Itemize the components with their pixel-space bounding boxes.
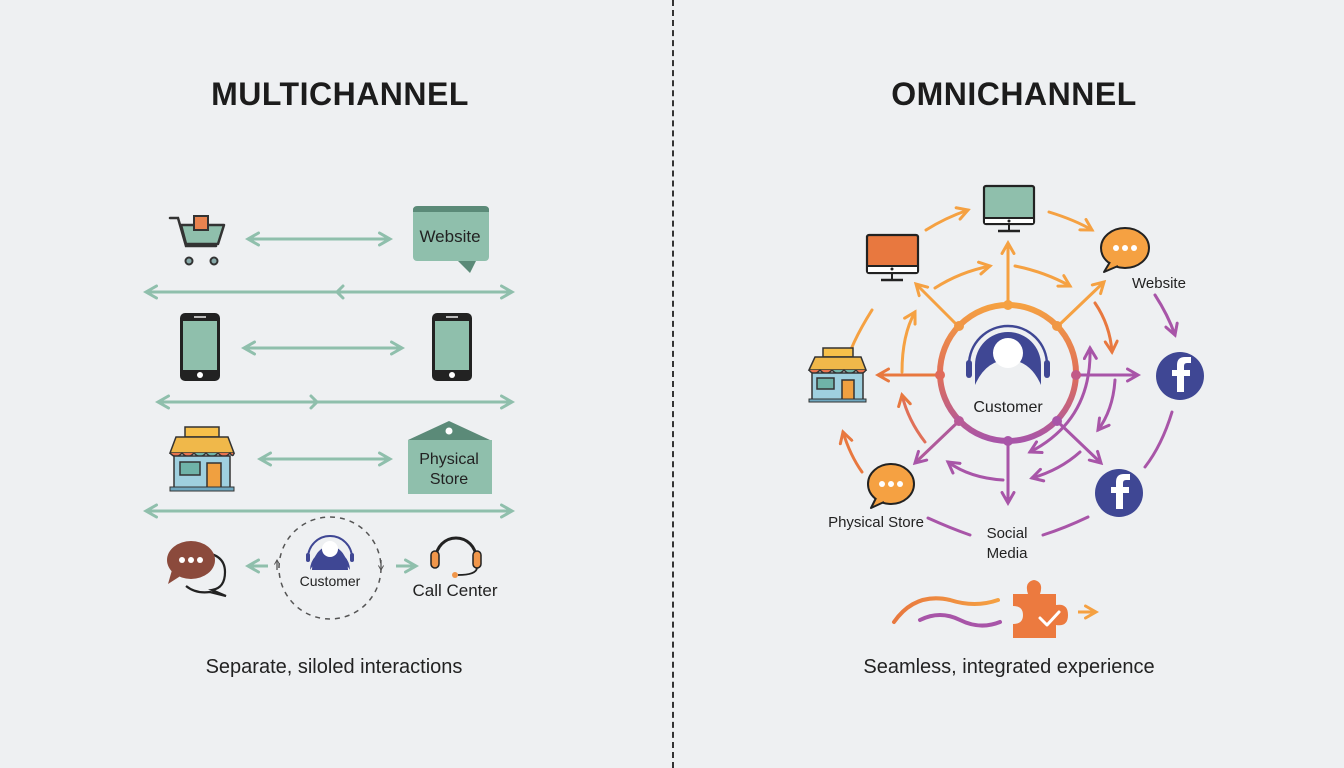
omnichannel-caption: Seamless, integrated experience bbox=[863, 656, 1155, 678]
inner-arc bbox=[1029, 450, 1082, 483]
orbit-arc bbox=[1041, 515, 1090, 537]
customer-headset-icon bbox=[306, 535, 354, 570]
spoke-arrow bbox=[912, 419, 961, 466]
storefront-icon bbox=[807, 347, 868, 403]
puzzle-check-icon bbox=[1013, 580, 1068, 638]
inner-arc bbox=[1096, 378, 1117, 433]
desktop-monitor-icon bbox=[982, 184, 1036, 233]
shopping-cart-icon bbox=[168, 215, 226, 266]
facebook-icon bbox=[1095, 469, 1143, 517]
chat-bubbles-icon bbox=[167, 541, 227, 598]
inner-arc bbox=[945, 460, 1005, 482]
customer-label: Customer bbox=[300, 573, 361, 589]
customer-headset-icon bbox=[966, 324, 1050, 385]
chat-bubble-icon bbox=[867, 463, 915, 509]
website-label: Website bbox=[419, 227, 480, 246]
headset-icon bbox=[430, 536, 482, 578]
spoke-arrow bbox=[1055, 279, 1107, 329]
orbit-arc bbox=[838, 429, 864, 474]
multichannel-title: MULTICHANNEL bbox=[211, 76, 469, 112]
orbit-arc bbox=[1047, 210, 1095, 232]
physical-store-label-line1: Physical bbox=[419, 451, 479, 468]
smartphone-icon bbox=[432, 313, 472, 381]
arrow-head bbox=[309, 394, 320, 410]
physical-store-label-line2: Store bbox=[430, 471, 468, 488]
call-center-label: Call Center bbox=[412, 581, 497, 600]
website-label: Website bbox=[1132, 275, 1186, 292]
inner-arc bbox=[1013, 264, 1073, 288]
orbit-arc bbox=[924, 206, 971, 232]
orbit-arc bbox=[1143, 410, 1174, 469]
hub-nodes bbox=[935, 300, 1081, 446]
inner-arc bbox=[897, 392, 927, 444]
wave-line bbox=[892, 596, 1000, 624]
inner-arc bbox=[1093, 301, 1119, 356]
center-divider bbox=[672, 0, 674, 768]
orbit-arc bbox=[1153, 293, 1179, 338]
chat-bubble-icon bbox=[1100, 227, 1150, 273]
inner-arc bbox=[900, 309, 917, 374]
physical-store-label: Physical Store bbox=[828, 514, 924, 531]
arrow-head bbox=[334, 284, 345, 300]
spoke-arrow bbox=[1055, 419, 1104, 466]
wave-line bbox=[918, 613, 1002, 628]
smartphone-icon bbox=[180, 313, 220, 381]
hub-customer-label: Customer bbox=[973, 399, 1043, 416]
orbit-arc bbox=[926, 516, 972, 537]
inner-arc bbox=[933, 260, 993, 290]
multichannel-caption: Separate, siloled interactions bbox=[205, 656, 463, 678]
storefront-icon bbox=[168, 426, 236, 492]
social-media-label-line1: Social bbox=[987, 525, 1028, 542]
website-bubble-icon: Website bbox=[413, 206, 489, 273]
store-sign-icon: Physical Store bbox=[408, 421, 492, 494]
spoke-arrow bbox=[913, 281, 961, 329]
social-media-label-line2: Media bbox=[987, 545, 1029, 562]
omnichannel-title: OMNICHANNEL bbox=[891, 76, 1137, 112]
inner-arc bbox=[1027, 344, 1098, 455]
desktop-monitor-icon bbox=[865, 233, 920, 282]
facebook-icon bbox=[1156, 352, 1204, 400]
